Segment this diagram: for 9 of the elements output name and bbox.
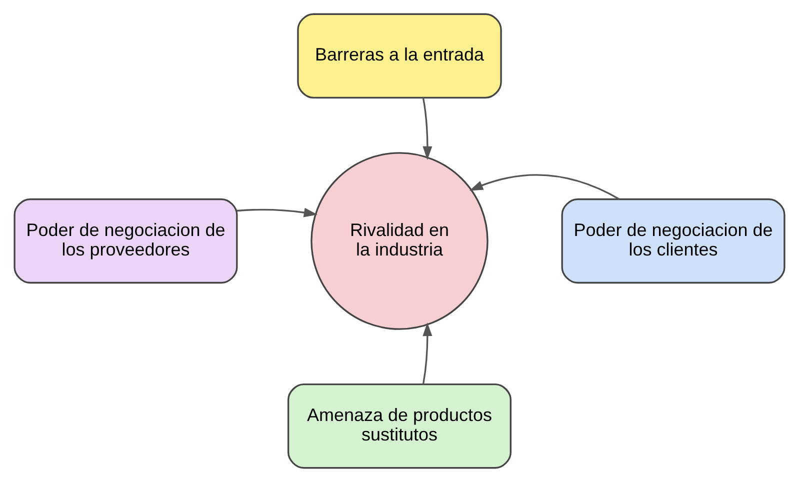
node-box: Amenaza de productos sustitutos (286, 382, 512, 468)
arrow (236, 207, 318, 217)
node-box: Poder de negociacion de los clientes (560, 198, 785, 284)
arrow (422, 97, 432, 160)
node-box: Poder de negociacion de los proveedores (13, 198, 238, 284)
arrow (422, 322, 432, 384)
node-box: Barreras a la entrada (296, 12, 502, 98)
node-circle: Rivalidad en la industria (310, 152, 488, 330)
arrow (468, 174, 620, 200)
